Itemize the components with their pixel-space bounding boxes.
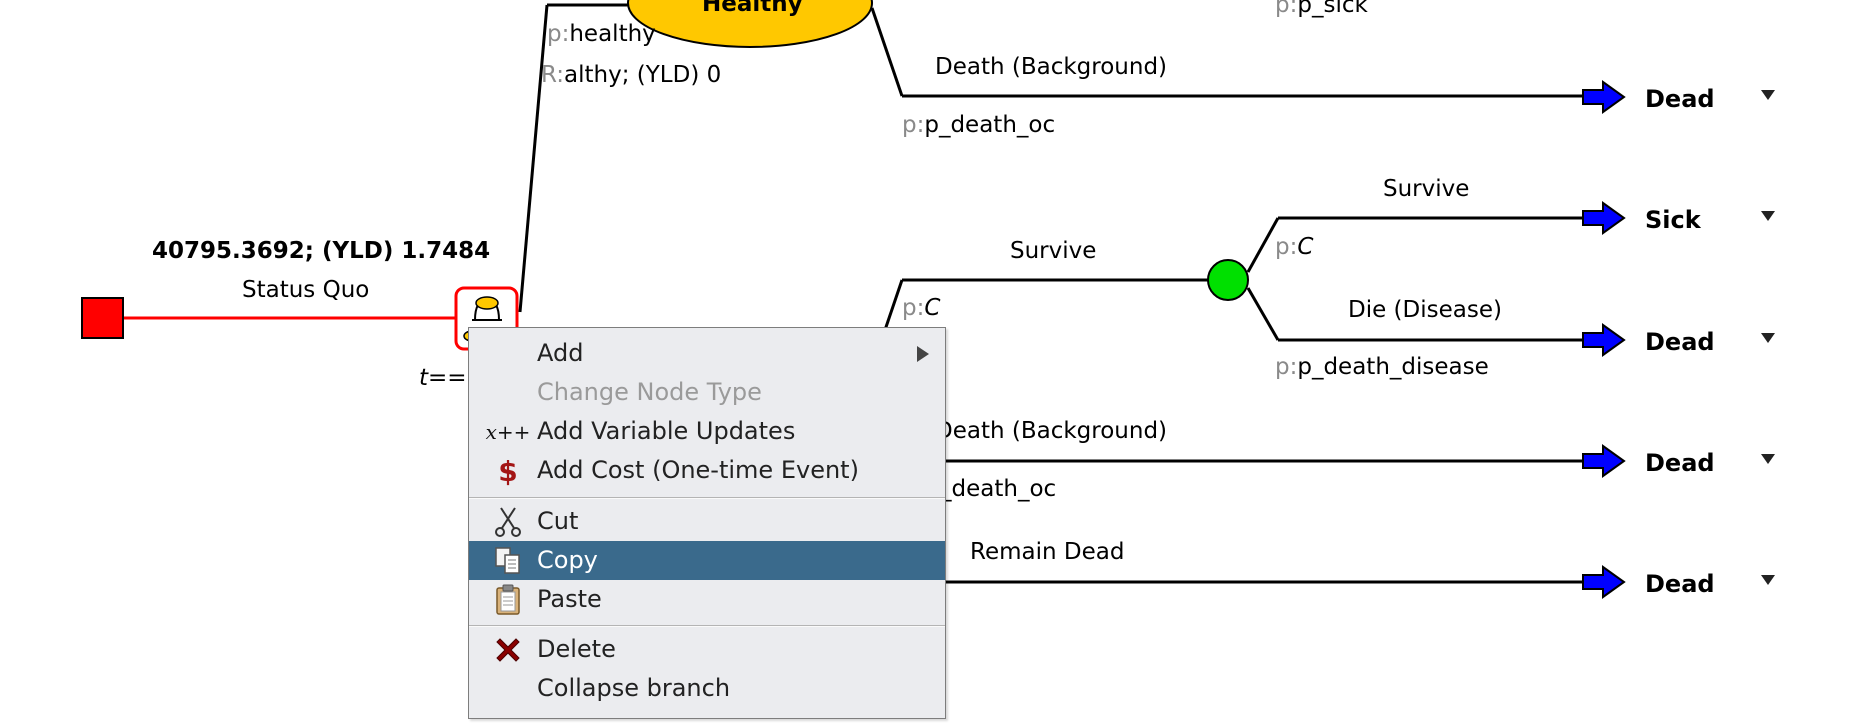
terminal-dropdown-icon[interactable] xyxy=(1761,333,1775,343)
decision-node[interactable] xyxy=(81,297,124,339)
branch-survive-label: Survive xyxy=(1010,238,1097,264)
dollar-icon: $ xyxy=(498,454,518,488)
terminal-arrow-icon xyxy=(1582,201,1626,235)
root-result: 40795.3692; (YLD) 1.7484 xyxy=(152,238,491,264)
state-healthy-reward: R:althy; (YLD) 0 xyxy=(541,62,722,88)
branch-survive-prob: p:C xyxy=(902,295,941,321)
menu-item-label: Add Variable Updates xyxy=(537,417,796,445)
terminal-arrows xyxy=(1582,80,1626,599)
menu-item-label: Collapse branch xyxy=(537,674,731,702)
terminal-dropdown-icon[interactable] xyxy=(1761,90,1775,100)
menu-item-collapse-branch[interactable]: Collapse branch xyxy=(469,669,945,708)
branch-death-background-2-prob: _death_oc xyxy=(940,476,1057,502)
healthy-connector xyxy=(518,4,549,313)
survive-connector xyxy=(883,279,904,331)
menu-item-label: Add xyxy=(537,339,584,367)
branch-death-background-1-label: Death (Background) xyxy=(935,54,1168,80)
state-healthy-prob: p:healthy xyxy=(547,21,656,47)
context-menu: Add Change Node Type x++ Add Variable Up… xyxy=(468,327,946,719)
delete-x-icon xyxy=(491,635,525,665)
menu-item-label: Change Node Type xyxy=(537,378,762,406)
terminal-dropdown-icon[interactable] xyxy=(1761,211,1775,221)
branch-remain-dead-label: Remain Dead xyxy=(970,539,1125,565)
menu-item-paste[interactable]: Paste xyxy=(469,580,945,619)
menu-item-add[interactable]: Add xyxy=(469,334,945,373)
menu-item-label: Add Cost (One-time Event) xyxy=(537,456,859,484)
branch-survive-sick-label: Survive xyxy=(1383,176,1470,202)
terminal-arrow-icon xyxy=(1582,444,1626,478)
terminal-dead-3[interactable]: Dead xyxy=(1645,449,1715,477)
submenu-arrow-icon xyxy=(917,346,929,362)
terminal-arrow-icon xyxy=(1582,80,1626,114)
clipboard-icon xyxy=(491,584,525,615)
menu-item-label: Cut xyxy=(537,507,579,535)
terminal-arrow-icon xyxy=(1582,323,1626,357)
terminal-dead-4[interactable]: Dead xyxy=(1645,570,1715,598)
menu-item-label: Delete xyxy=(537,635,616,663)
top-prob-label: p:p_sick xyxy=(1275,0,1368,18)
chance-node[interactable] xyxy=(1207,259,1249,301)
branch-die-disease-prob: p:p_death_disease xyxy=(1275,354,1489,380)
variable-update-icon: x++ xyxy=(485,420,531,444)
branch-die-disease-label: Die (Disease) xyxy=(1348,297,1502,323)
menu-item-label: Paste xyxy=(537,585,602,613)
state-healthy-node[interactable] xyxy=(627,0,873,48)
chance-to-survive-connector xyxy=(1246,217,1280,273)
root-branch-label: Status Quo xyxy=(242,277,370,303)
scissors-icon xyxy=(491,507,525,537)
menu-item-label: Copy xyxy=(537,546,598,574)
terminal-dead-2[interactable]: Dead xyxy=(1645,328,1715,356)
terminal-dropdown-icon[interactable] xyxy=(1761,575,1775,585)
branch-survive-sick-prob: p:C xyxy=(1275,234,1314,260)
state-healthy-name: Healthy xyxy=(702,0,803,17)
menu-separator xyxy=(469,497,945,499)
menu-item-cut[interactable]: Cut xyxy=(469,502,945,541)
terminal-arrow-icon xyxy=(1582,565,1626,599)
menu-item-change-node-type: Change Node Type xyxy=(469,373,945,412)
branch-death-background-1-prob: p:p_death_oc xyxy=(902,112,1056,138)
markov-node-note: t== xyxy=(419,365,467,391)
healthy-death-connector xyxy=(870,7,904,97)
menu-item-delete[interactable]: Delete xyxy=(469,630,945,669)
menu-separator xyxy=(469,625,945,627)
copy-icon xyxy=(491,546,525,576)
terminal-dropdown-icon[interactable] xyxy=(1761,454,1775,464)
terminal-sick[interactable]: Sick xyxy=(1645,206,1701,234)
chance-to-die-connector xyxy=(1246,287,1280,341)
terminal-dead-1[interactable]: Dead xyxy=(1645,85,1715,113)
menu-item-add-cost[interactable]: $ Add Cost (One-time Event) xyxy=(469,451,945,490)
menu-item-copy[interactable]: Copy xyxy=(469,541,945,580)
branch-death-background-2-label: Death (Background) xyxy=(935,418,1168,444)
menu-item-add-variable-updates[interactable]: x++ Add Variable Updates xyxy=(469,412,945,451)
